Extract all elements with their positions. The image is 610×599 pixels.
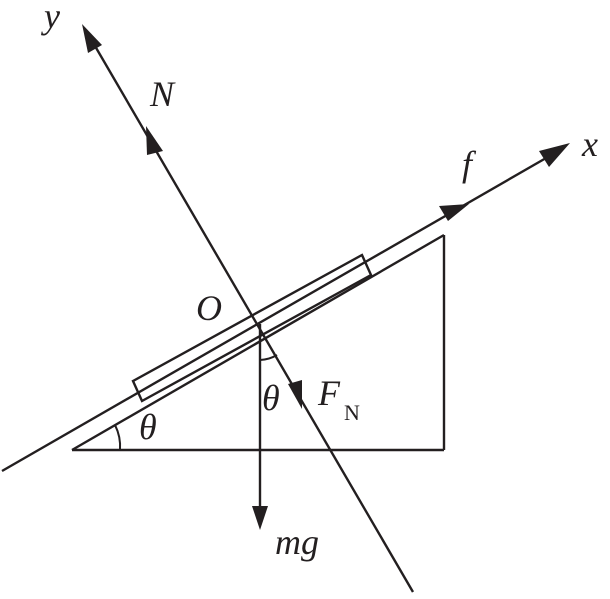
weight-arrowhead — [252, 506, 268, 530]
weight-label: mg — [275, 522, 319, 562]
incline-hypotenuse — [71, 233, 445, 452]
incline-angle-arc — [114, 424, 122, 451]
x-axis-label: x — [581, 124, 598, 164]
normal-force-label: N — [149, 74, 176, 114]
friction-label: f — [462, 144, 477, 184]
pressure-force-label: F — [317, 373, 341, 413]
weight-vector — [252, 324, 268, 530]
vertical-angle-label: θ — [262, 378, 280, 418]
y-axis-arrowhead — [82, 24, 102, 53]
y-axis-label: y — [41, 0, 60, 36]
normal-force-arrowhead — [146, 126, 163, 155]
y-axis-line — [86, 33, 415, 593]
x-axis — [1, 143, 570, 473]
incline-angle-label: θ — [139, 407, 157, 447]
x-axis-line — [1, 148, 561, 473]
friction-arrowhead — [439, 204, 469, 221]
vertical-angle-arc — [259, 354, 278, 361]
pressure-force-arrowhead — [288, 380, 302, 409]
x-axis-arrowhead — [539, 143, 570, 167]
pressure-force-subscript: N — [344, 400, 360, 425]
origin-label: O — [196, 288, 222, 328]
block — [131, 253, 373, 403]
incline-wedge — [71, 233, 446, 452]
y-axis — [82, 24, 415, 593]
